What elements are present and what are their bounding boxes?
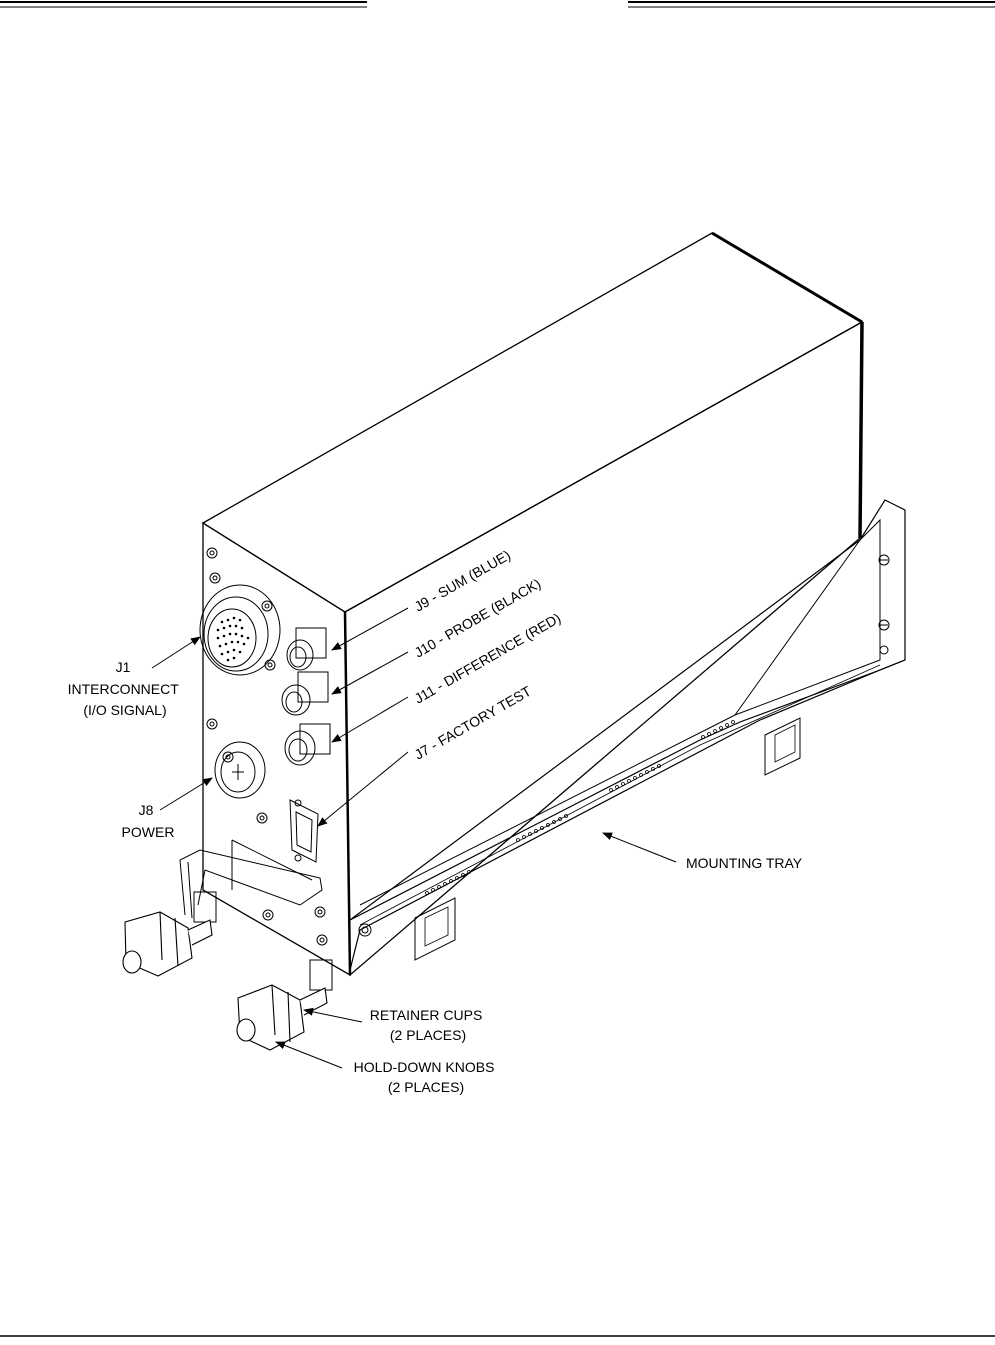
j1-label: J1 INTERCONNECT (I/O SIGNAL)	[68, 659, 183, 718]
j1-label-line1: J1	[116, 659, 131, 675]
retainer-cups-line2: (2 PLACES)	[390, 1027, 466, 1043]
mounting-tray-label: MOUNTING TRAY	[686, 855, 803, 871]
leader-lines	[152, 608, 676, 1068]
j1-label-line3: (I/O SIGNAL)	[83, 702, 166, 718]
j8-label-line1: J8	[139, 802, 154, 818]
retainer-cups-label: RETAINER CUPS (2 PLACES)	[370, 1007, 486, 1043]
retainer-cups-line1: RETAINER CUPS	[370, 1007, 483, 1023]
header-rules	[0, 2, 995, 7]
hold-down-knobs-line2: (2 PLACES)	[388, 1079, 464, 1095]
j11-label: J11 - DIFFERENCE (RED)	[412, 610, 564, 707]
j8-label-line2: POWER	[122, 824, 175, 840]
hold-down-knobs-label: HOLD-DOWN KNOBS (2 PLACES)	[354, 1059, 499, 1095]
j1-label-line2: INTERCONNECT	[68, 681, 180, 697]
hold-down-knobs-drawing	[123, 912, 327, 1050]
hold-down-knobs-line1: HOLD-DOWN KNOBS	[354, 1059, 495, 1075]
j8-label: J8 POWER	[122, 802, 175, 840]
j10-label: J10 - PROBE (BLACK)	[412, 575, 544, 660]
